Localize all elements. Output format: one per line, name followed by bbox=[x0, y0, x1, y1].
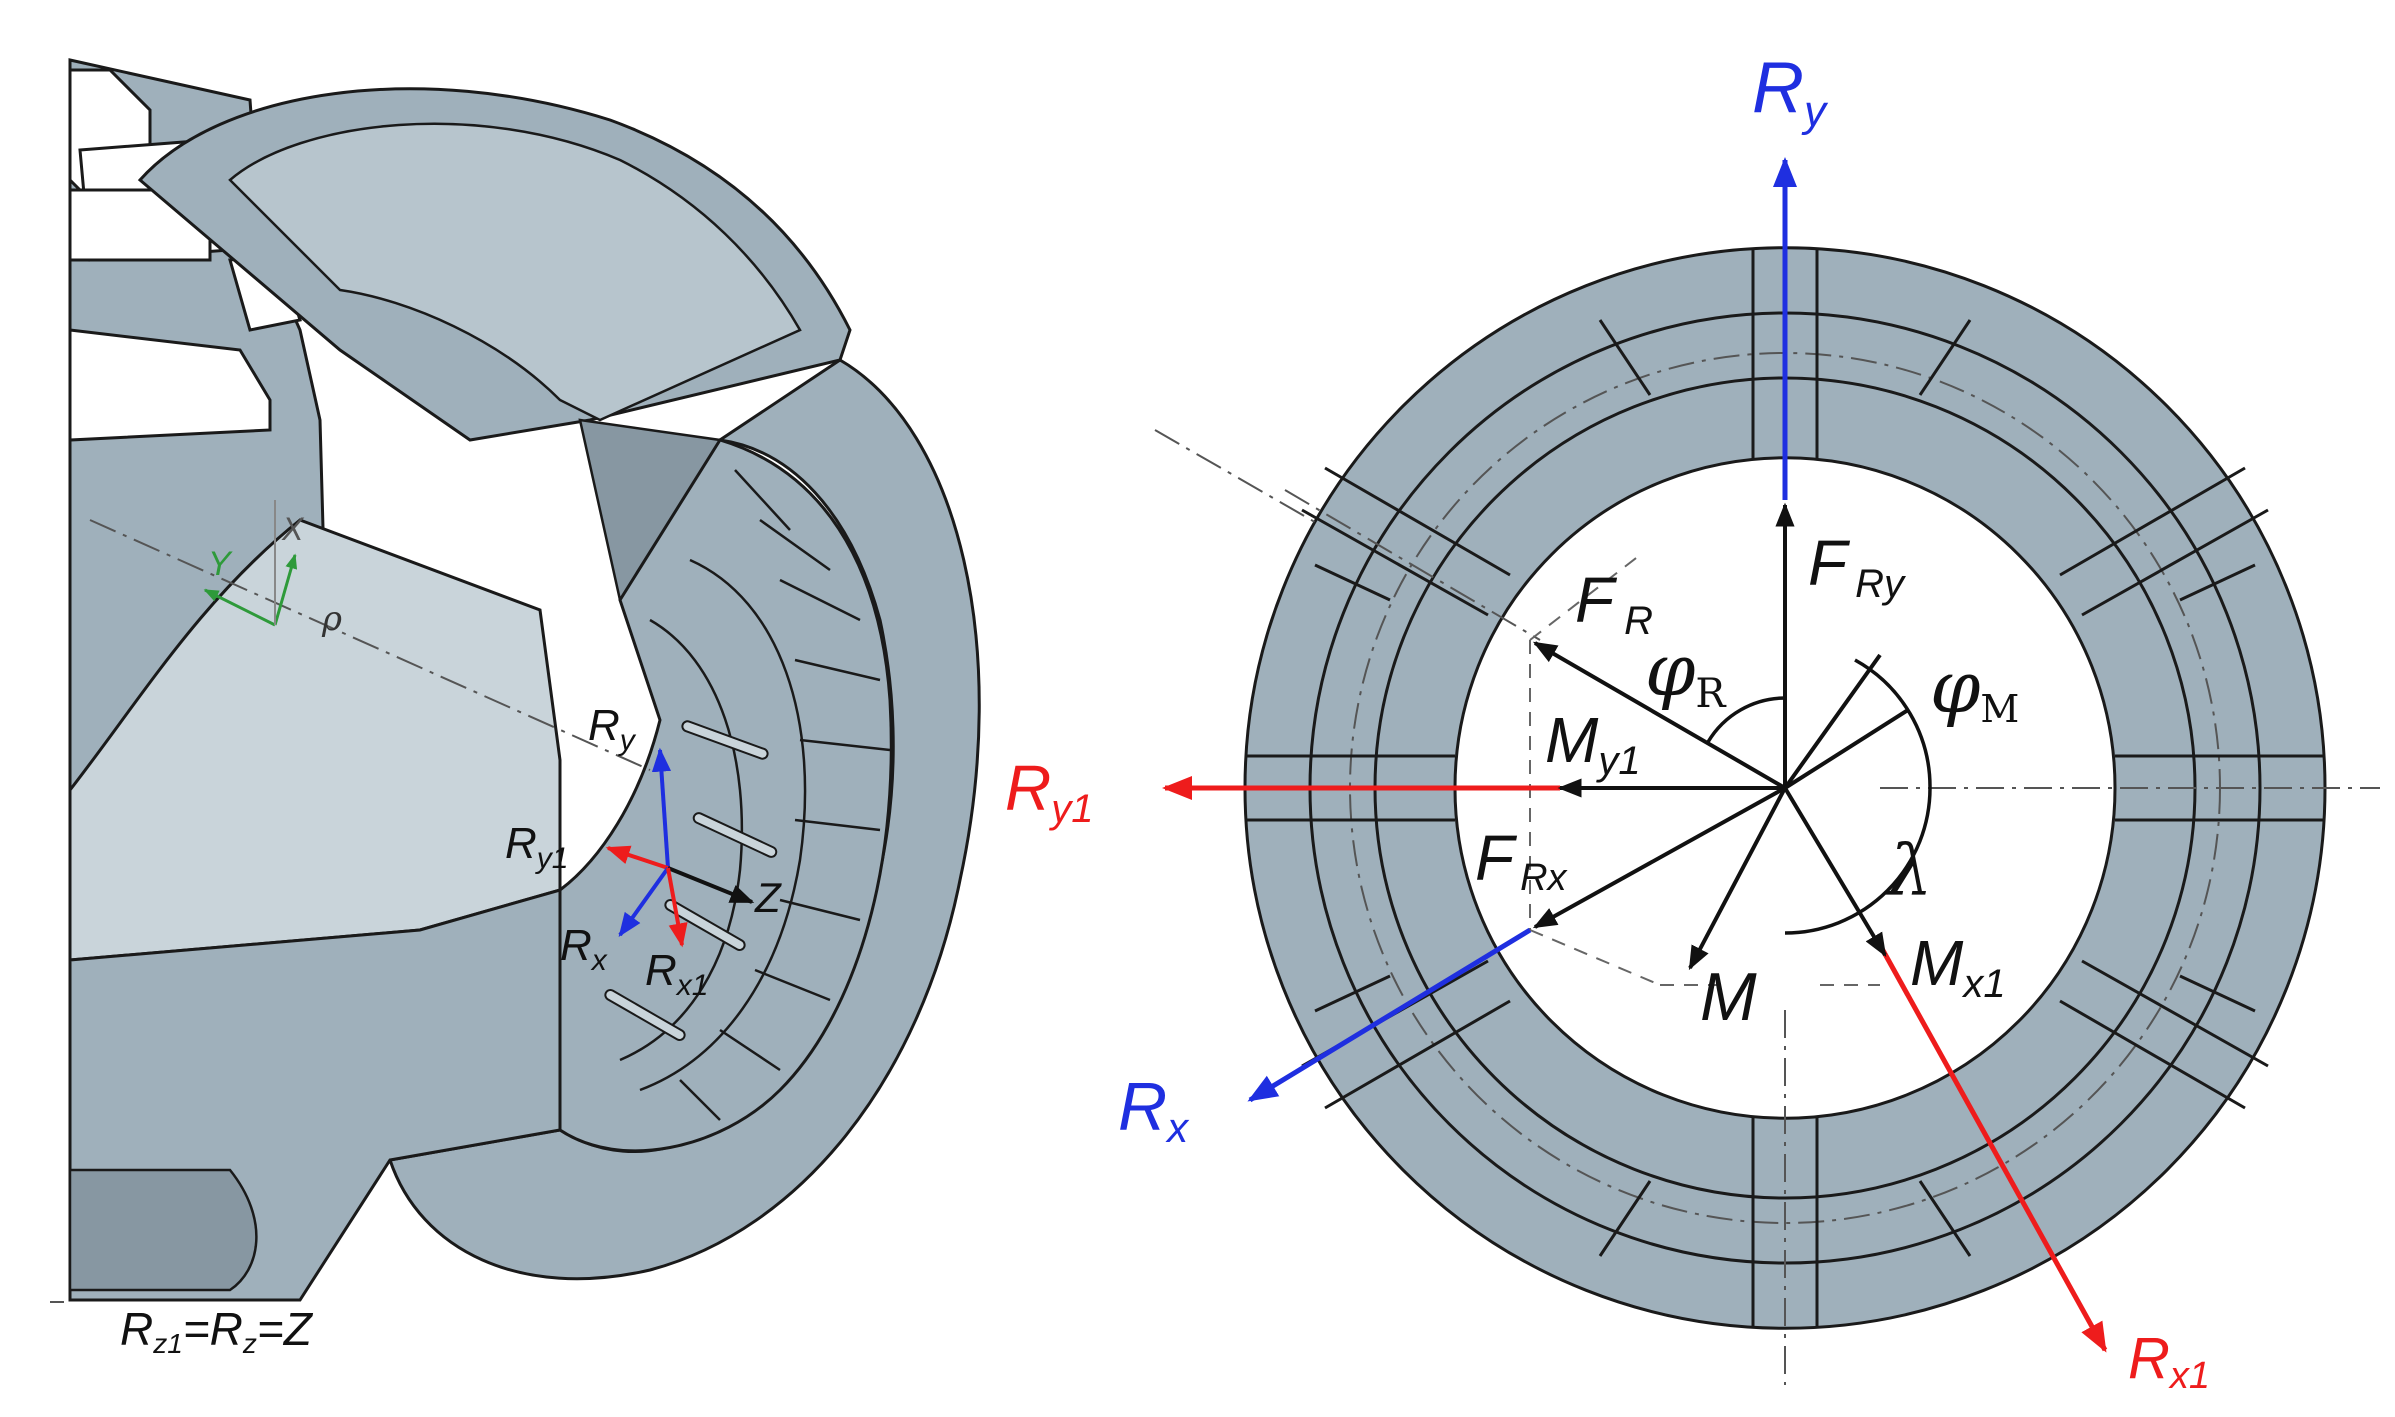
my1-label: My1 bbox=[1545, 704, 1641, 783]
ry-arrow-3d bbox=[651, 747, 672, 869]
phi-m-label: φM bbox=[1930, 645, 2019, 731]
frame-axis-x-label: X bbox=[281, 511, 305, 547]
m-line-upper bbox=[1783, 708, 1910, 790]
segment-marks bbox=[1314, 319, 2256, 1257]
rx-arrow-3d bbox=[618, 866, 670, 937]
ry1-arrow-3d bbox=[605, 845, 669, 870]
phi-r-arc bbox=[1706, 696, 1786, 743]
frame-axes: Y X ρ bbox=[203, 500, 342, 639]
force-vectors bbox=[1532, 502, 1910, 971]
lambda-arc bbox=[1784, 787, 1932, 935]
ry-label-3d: Ry bbox=[588, 701, 637, 757]
m-label: M bbox=[1700, 959, 1757, 1035]
segment-load-arrows bbox=[605, 747, 755, 948]
fr-arrow bbox=[1532, 641, 1787, 790]
housing-flange bbox=[68, 1168, 258, 1292]
mx1-arrow bbox=[1783, 786, 1887, 958]
m-arrow bbox=[1688, 787, 1787, 971]
center-lines bbox=[1154, 429, 2380, 1385]
ry1-label: Ry1 bbox=[1005, 752, 1093, 831]
rx1-axis-arrow bbox=[1877, 943, 2108, 1353]
rx-label-3d: Rx bbox=[560, 921, 608, 977]
rm-line bbox=[1783, 653, 1882, 790]
frx-arrow bbox=[1532, 786, 1786, 929]
inner-ring-arcs bbox=[619, 558, 807, 1092]
frame-axis-rho-label: ρ bbox=[321, 599, 342, 639]
outer-ring-top-face bbox=[228, 122, 802, 422]
rx1-label: Rx1 bbox=[2128, 1326, 2210, 1397]
z-label-3d: Z bbox=[754, 874, 782, 921]
phi-r-label: φR bbox=[1645, 628, 1727, 717]
segment-separators bbox=[679, 469, 891, 1121]
bearing-segments-region bbox=[558, 438, 893, 1153]
ry-label: Ry bbox=[1752, 48, 1829, 136]
shaft-axis-line bbox=[89, 519, 651, 771]
segment-slots bbox=[604, 720, 778, 1041]
rx1-arrow-3d bbox=[666, 867, 688, 948]
construction-lines bbox=[1529, 554, 1880, 986]
ry1-label-3d: Ry1 bbox=[505, 819, 568, 875]
mx1-label: Mx1 bbox=[1910, 927, 2006, 1006]
bearing-front-view: Ry Ry1 Rx Rx1 FRy FR φR φM My1 FRx λ bbox=[1005, 48, 2380, 1397]
equation-text: Rz1=Rz=Z bbox=[120, 1303, 314, 1359]
lambda-label: λ bbox=[1885, 830, 1932, 912]
rx1-label-3d: Rx1 bbox=[645, 946, 708, 1002]
rx-label: Rx bbox=[1118, 1069, 1190, 1151]
frame-axis-y-label: Y bbox=[208, 545, 233, 583]
phi-m-arc bbox=[1854, 658, 1932, 789]
angle-arcs bbox=[1706, 658, 1932, 935]
z-arrow-3d bbox=[667, 866, 755, 904]
rx-axis-arrow bbox=[1247, 927, 1532, 1103]
bearing-cutaway-3d: Y X ρ Ry Ry1 Z Rx Rx1 Rz1=Rz=Z bbox=[50, 58, 981, 1359]
